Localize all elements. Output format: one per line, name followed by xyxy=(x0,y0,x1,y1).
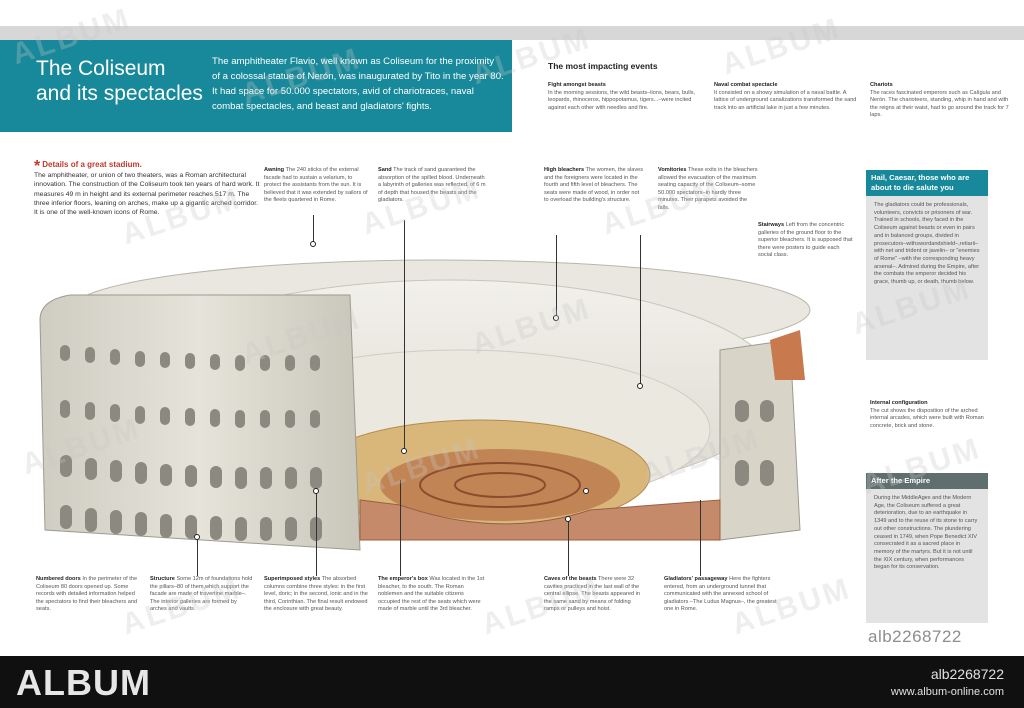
watermark: ALBUM xyxy=(477,571,606,642)
leader-line xyxy=(316,492,317,576)
hypogeum-ring xyxy=(419,462,581,508)
annotation-numbered-doors: Numbered doors In the perimeter of the C… xyxy=(36,576,140,614)
hypogeum-ring xyxy=(454,472,546,498)
marker-dot xyxy=(565,516,571,522)
marker-dot xyxy=(637,383,643,389)
annotation-text: The cut shows the disposition of the arc… xyxy=(870,407,984,429)
footer-bar: ALBUM alb2268722 www.album-online.com xyxy=(0,656,1024,708)
annotation-sand: Sand The track of sand guaranteed the ab… xyxy=(378,167,486,205)
album-logo[interactable]: ALBUM xyxy=(16,662,151,703)
annotation-structure: Structure Some 12m of foundations hold t… xyxy=(150,576,254,614)
event-text: It consisted on a showy simulation of a … xyxy=(714,89,857,111)
annotation-text: Some 12m of foundations hold the pillars… xyxy=(150,576,253,613)
sidebar-text: The gladiators could be professionals, v… xyxy=(874,202,980,286)
event-chariots: Chariots The races fascinated emperors s… xyxy=(870,82,1012,120)
annotation-high-bleachers: High bleachers The women, the slaves and… xyxy=(544,167,644,205)
marker-dot xyxy=(313,488,319,494)
annotation-label: Vomitories xyxy=(658,167,687,173)
annotation-emperors-box: The emperor's box Was located in the 1st… xyxy=(378,576,486,614)
hypogeum xyxy=(380,449,620,521)
annotation-text: Was located in the 1st bleacher, to the … xyxy=(378,576,485,613)
cutaway-arches xyxy=(735,400,774,486)
annotation-awning: Awning The 240 sticks of the external fa… xyxy=(264,167,370,205)
marker-dot xyxy=(401,448,407,454)
annotation-label: Sand xyxy=(378,167,392,173)
sidebar-after-empire: After the Empire During the MiddleAges a… xyxy=(866,473,988,623)
annotation-label: Stairways xyxy=(758,222,785,228)
annotation-label: Numbered doors xyxy=(36,576,81,582)
event-text: In the morning sessions, the wild beasts… xyxy=(548,89,696,111)
footer-image-code: alb2268722 xyxy=(930,666,1004,682)
details-text: The amphitheater, or union of two theate… xyxy=(34,172,260,217)
annotation-label: Internal configuration xyxy=(870,400,928,406)
leader-line xyxy=(556,235,557,317)
annotation-stairways: Stairways Left from the concentric galle… xyxy=(758,222,854,260)
leader-line xyxy=(197,540,198,576)
marker-dot xyxy=(583,488,589,494)
leader-line xyxy=(700,500,701,576)
sidebar-heading: After the Empire xyxy=(866,473,988,489)
facade-arches xyxy=(60,345,322,541)
annotation-superimposed-styles: Superimposed styles The absorbed columns… xyxy=(264,576,370,614)
annotation-label: Caves of the beasts xyxy=(544,576,597,582)
details-section: *Details of a great stadium. The amphith… xyxy=(34,158,260,217)
cutaway-brick xyxy=(770,330,805,380)
title-line-1: The Coliseum xyxy=(36,57,166,80)
event-heading: Chariots xyxy=(870,82,893,88)
annotation-text: Here the fighters entered, from an under… xyxy=(664,576,777,613)
watermark: ALBUM xyxy=(717,11,846,82)
marker-dot xyxy=(310,241,316,247)
leader-line xyxy=(404,220,405,450)
annotation-label: High bleachers xyxy=(544,167,585,173)
annotation-label: Awning xyxy=(264,167,285,173)
annotation-caves: Caves of the beasts There were 32 caviti… xyxy=(544,576,646,614)
annotation-text: These exits in the bleachers allowed the… xyxy=(658,167,758,211)
annotation-label: Superimposed styles xyxy=(264,576,321,582)
coliseum-illustration xyxy=(39,259,811,551)
cutaway-section xyxy=(719,339,801,541)
title-line-2: and its spectacles xyxy=(36,82,203,105)
annotation-text: The 240 sticks of the external facade ha… xyxy=(264,167,368,204)
annotation-text: The absorbed columns combine three style… xyxy=(264,576,368,613)
leader-line xyxy=(568,520,569,576)
star-icon: * xyxy=(34,158,41,175)
page-title: The Coliseum and its spectacles xyxy=(36,56,206,106)
annotation-label: Gladiators' passageway xyxy=(664,576,728,582)
event-fight-beasts: Fight amongst beasts In the morning sess… xyxy=(548,82,698,112)
title-banner: The Coliseum and its spectacles The amph… xyxy=(0,40,512,132)
event-text: The races fascinated emperors such as Ca… xyxy=(870,89,1009,119)
annotation-text: The women, the slaves and the foreigners… xyxy=(544,167,644,204)
top-bar xyxy=(0,26,1024,40)
leader-line xyxy=(640,235,641,385)
intro-text: The amphitheater Flavio, well known as C… xyxy=(212,56,504,112)
cut-wall xyxy=(359,499,721,541)
leader-line xyxy=(400,480,401,576)
annotation-label: Structure xyxy=(150,576,175,582)
sidebar-gladiators: Hail, Caesar, those who are about to die… xyxy=(866,170,988,360)
sidebar-text: During the MiddleAges and the Modern Age… xyxy=(874,495,978,571)
annotation-text: The track of sand guaranteed the absorpt… xyxy=(378,167,486,204)
events-title: The most impacting events xyxy=(548,61,658,71)
event-heading: Fight amongst beasts xyxy=(548,82,606,88)
annotation-text: Left from the concentric galleries of th… xyxy=(758,222,853,259)
sidebar-heading: Hail, Caesar, those who are about to die… xyxy=(866,170,988,196)
annotation-text: In the perimeter of the Coliseum 80 door… xyxy=(36,576,138,613)
marker-dot xyxy=(553,315,559,321)
marker-dot xyxy=(194,534,200,540)
annotation-text: There were 32 cavities practiced in the … xyxy=(544,576,640,613)
leader-line xyxy=(313,215,314,243)
annotation-vomitories: Vomitories These exits in the bleachers … xyxy=(658,167,760,213)
event-naval-combat: Naval combat spectacle It consisted on a… xyxy=(714,82,862,112)
annotation-label: The emperor's box xyxy=(378,576,428,582)
footer-url-link[interactable]: www.album-online.com xyxy=(890,686,1004,698)
image-code: alb2268722 xyxy=(868,627,962,646)
annotation-gladiators-passageway: Gladiators' passageway Here the fighters… xyxy=(664,576,782,614)
details-heading: Details of a great stadium. xyxy=(42,160,142,169)
event-heading: Naval combat spectacle xyxy=(714,82,778,88)
